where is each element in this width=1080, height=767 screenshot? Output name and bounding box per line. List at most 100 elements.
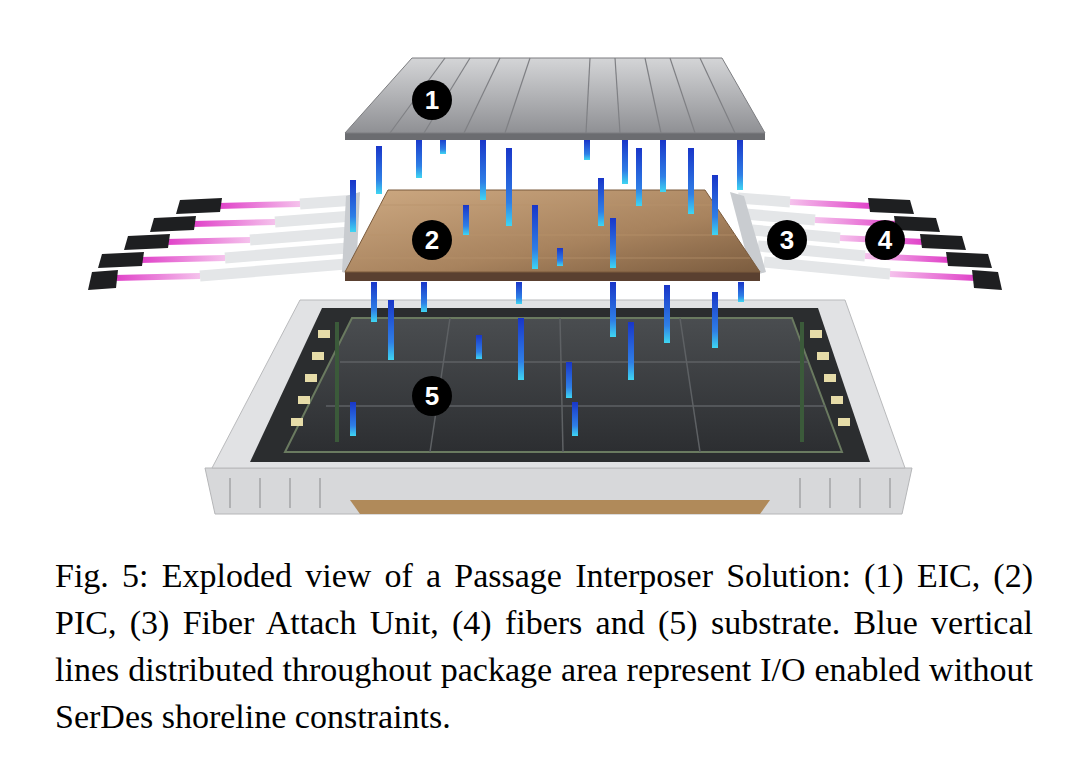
part-shape	[464, 58, 500, 133]
part-shape	[586, 58, 590, 133]
part-shape	[229, 478, 231, 508]
part-shape	[114, 276, 200, 278]
part-shape	[680, 318, 700, 452]
part-shape	[920, 234, 966, 250]
io-line	[421, 282, 427, 312]
io-line	[636, 148, 642, 206]
io-line	[516, 282, 522, 304]
io-line	[291, 418, 303, 426]
part-shape	[972, 270, 1002, 290]
part-shape	[319, 478, 321, 508]
part-shape	[225, 248, 348, 258]
io-line	[388, 300, 394, 360]
io-line	[610, 282, 616, 337]
io-line	[831, 396, 843, 404]
figure-caption: Fig. 5: Exploded view of a Passage Inter…	[55, 552, 1033, 740]
part-shape	[738, 198, 790, 202]
part-shape	[88, 270, 118, 290]
part-shape	[790, 202, 872, 206]
io-line	[463, 205, 469, 235]
part-shape	[176, 198, 222, 214]
io-line	[318, 330, 330, 338]
part-group	[88, 192, 360, 290]
io-line	[664, 285, 670, 343]
part-group	[345, 58, 765, 140]
part-shape	[868, 198, 914, 214]
part-shape	[890, 274, 976, 278]
part-shape	[799, 478, 801, 508]
io-line	[480, 140, 486, 200]
part-shape	[345, 58, 765, 133]
part-shape	[350, 500, 770, 514]
part-group	[390, 58, 735, 133]
io-line	[416, 138, 422, 178]
part-group	[345, 190, 760, 281]
io-line	[532, 205, 538, 269]
io-line	[476, 335, 482, 359]
io-line	[610, 218, 616, 268]
part-shape	[98, 252, 144, 268]
part-shape	[285, 318, 842, 452]
part-shape	[340, 361, 808, 363]
part-shape	[700, 58, 735, 133]
part-group	[738, 198, 976, 278]
io-line	[298, 396, 310, 404]
part-shape	[764, 262, 890, 274]
part-shape	[205, 468, 912, 514]
part-shape	[645, 58, 661, 133]
io-line	[312, 352, 324, 360]
part-shape	[380, 205, 715, 206]
part-shape	[505, 58, 530, 133]
callout-number: 2	[412, 220, 452, 260]
io-line	[440, 138, 446, 154]
part-group	[350, 138, 743, 269]
part-shape	[859, 478, 861, 508]
part-shape	[124, 234, 170, 250]
io-line	[376, 146, 382, 194]
callout-number: 5	[412, 376, 452, 416]
io-line	[350, 180, 356, 232]
io-line	[817, 352, 829, 360]
io-line	[628, 322, 634, 380]
io-line	[838, 418, 850, 426]
part-shape	[275, 216, 353, 222]
io-line	[518, 318, 524, 380]
part-group	[326, 318, 825, 452]
part-shape	[745, 214, 815, 220]
part-shape	[670, 58, 695, 133]
io-line	[566, 362, 572, 398]
io-line	[810, 330, 822, 338]
io-line	[688, 148, 694, 214]
io-line	[572, 402, 578, 436]
part-shape	[250, 308, 870, 462]
part-group	[291, 330, 850, 426]
part-shape	[889, 478, 891, 508]
part-shape	[560, 318, 563, 452]
io-line	[584, 140, 590, 160]
part-shape	[250, 232, 350, 240]
part-shape	[150, 216, 196, 232]
part-shape	[200, 264, 346, 276]
part-group	[88, 198, 222, 290]
io-line	[738, 282, 744, 302]
part-shape	[946, 252, 992, 268]
part-group	[730, 192, 1002, 290]
part-shape	[166, 240, 250, 242]
part-shape	[140, 258, 225, 260]
io-line	[800, 322, 804, 442]
io-line	[824, 374, 836, 382]
part-shape	[345, 133, 765, 140]
io-line	[712, 175, 718, 235]
part-shape	[192, 222, 275, 224]
part-shape	[615, 58, 620, 133]
io-line	[335, 322, 339, 442]
exploded-package	[0, 0, 1080, 540]
part-group	[114, 200, 356, 278]
part-shape	[345, 190, 760, 272]
io-line	[660, 140, 666, 192]
io-line	[712, 292, 718, 348]
part-shape	[356, 258, 750, 259]
callout-number: 4	[865, 220, 905, 260]
part-shape	[829, 478, 831, 508]
